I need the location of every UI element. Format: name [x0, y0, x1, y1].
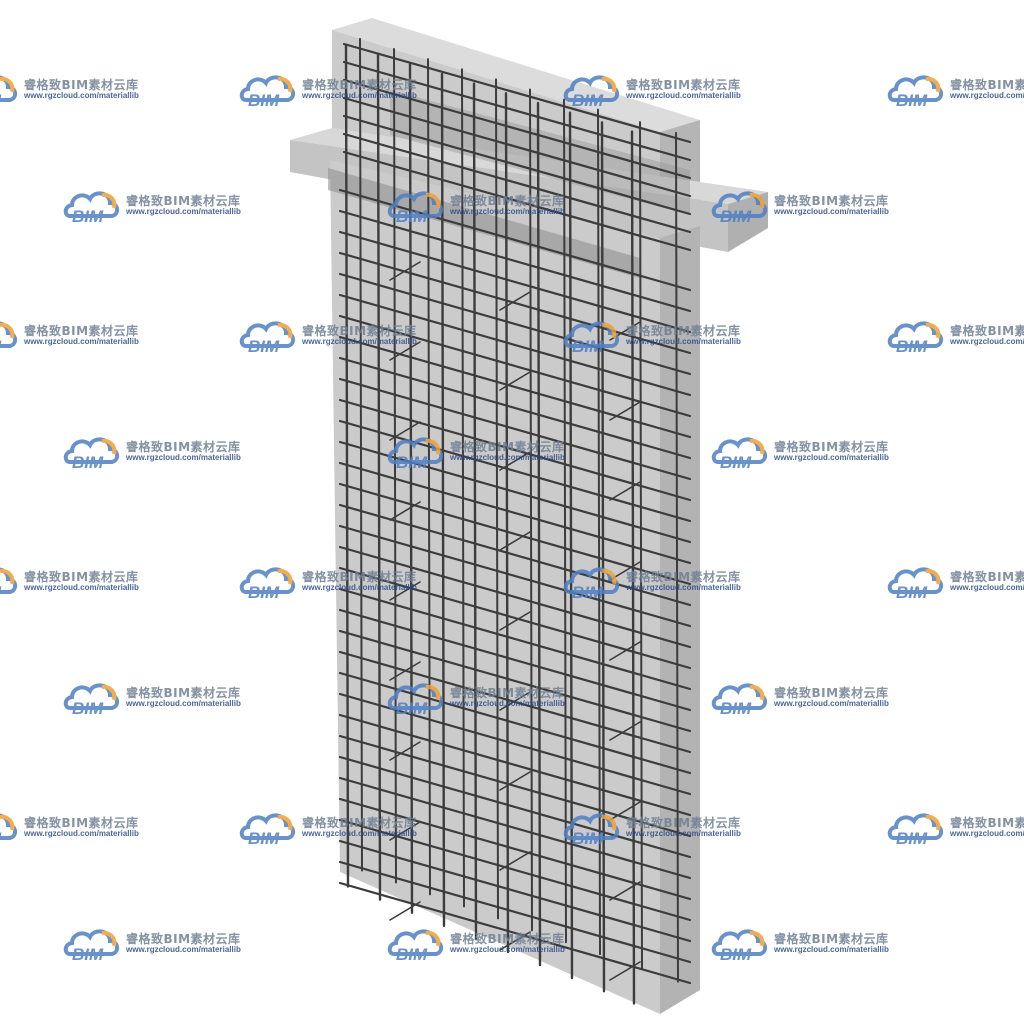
- horizontal-rebar-upper: [342, 42, 692, 144]
- vertical-rebar: [376, 53, 382, 901]
- horizontal-rebar: [338, 608, 692, 712]
- horizontal-rebar: [338, 755, 692, 859]
- tie-rebar: [609, 961, 641, 981]
- horizontal-rebar: [338, 566, 692, 670]
- vertical-rebar-back: [393, 48, 397, 884]
- horizontal-rebar: [338, 797, 692, 901]
- tie-rebar: [499, 451, 531, 471]
- tie-rebar: [389, 901, 421, 921]
- tie-rebar: [389, 501, 421, 521]
- vertical-rebar-back: [495, 78, 499, 920]
- tie-rebar: [499, 371, 531, 391]
- tie-rebar: [499, 931, 531, 951]
- tie-rebar: [499, 691, 531, 711]
- tie-rebar: [499, 611, 531, 631]
- tie-rebar: [609, 641, 641, 661]
- horizontal-rebar: [338, 503, 692, 607]
- horizontal-rebar: [338, 461, 692, 565]
- horizontal-rebar: [338, 734, 692, 838]
- horizontal-rebar: [338, 629, 692, 733]
- tie-rebar: [389, 421, 421, 441]
- horizontal-rebar: [338, 293, 692, 397]
- horizontal-rebar: [338, 818, 692, 922]
- horizontal-rebar-upper: [342, 132, 692, 234]
- horizontal-rebar: [338, 860, 692, 964]
- tie-rebar: [389, 581, 421, 601]
- tie-rebar: [609, 881, 641, 901]
- vertical-rebar-back: [639, 121, 643, 970]
- upper-wall-top-face: [332, 18, 700, 132]
- tie-rebar: [389, 661, 421, 681]
- horizontal-rebar: [338, 377, 692, 481]
- horizontal-rebar: [338, 545, 692, 649]
- horizontal-rebar-upper: [342, 96, 692, 198]
- tie-rebar: [499, 531, 531, 551]
- horizontal-rebar: [338, 356, 692, 460]
- tie-rebar: [389, 741, 421, 761]
- horizontal-rebar: [338, 209, 692, 313]
- vertical-rebar-back: [675, 131, 679, 983]
- vertical-rebar-back: [359, 37, 363, 872]
- horizontal-rebar: [338, 335, 692, 439]
- horizontal-rebar: [338, 776, 692, 880]
- horizontal-rebar: [338, 524, 692, 628]
- vertical-rebar-back: [461, 68, 465, 908]
- tie-rebar: [389, 261, 421, 281]
- lower-wall-side-face: [660, 226, 700, 1014]
- horizontal-rebar: [338, 692, 692, 796]
- horizontal-rebar-upper: [342, 150, 692, 252]
- horizontal-rebar: [338, 398, 692, 502]
- horizontal-rebar-upper: [342, 114, 692, 216]
- tie-rebar: [499, 851, 531, 871]
- tie-rebar: [389, 341, 421, 361]
- horizontal-rebar-upper: [342, 60, 692, 162]
- horizontal-rebar: [338, 251, 692, 355]
- horizontal-rebar: [338, 713, 692, 817]
- tie-rebar: [499, 771, 531, 791]
- horizontal-rebar: [338, 650, 692, 754]
- tie-rebar: [609, 481, 641, 501]
- horizontal-rebar-upper: [342, 78, 692, 180]
- horizontal-rebar: [338, 230, 692, 334]
- horizontal-rebar: [338, 272, 692, 376]
- tie-rebar: [389, 821, 421, 841]
- tie-rebar: [609, 721, 641, 741]
- horizontal-rebar: [338, 839, 692, 943]
- tie-rebar: [499, 291, 531, 311]
- horizontal-rebar: [338, 587, 692, 691]
- horizontal-rebar: [338, 314, 692, 418]
- tie-rebar: [609, 401, 641, 421]
- vertical-rebar-back: [563, 98, 567, 944]
- vertical-rebar: [600, 121, 606, 993]
